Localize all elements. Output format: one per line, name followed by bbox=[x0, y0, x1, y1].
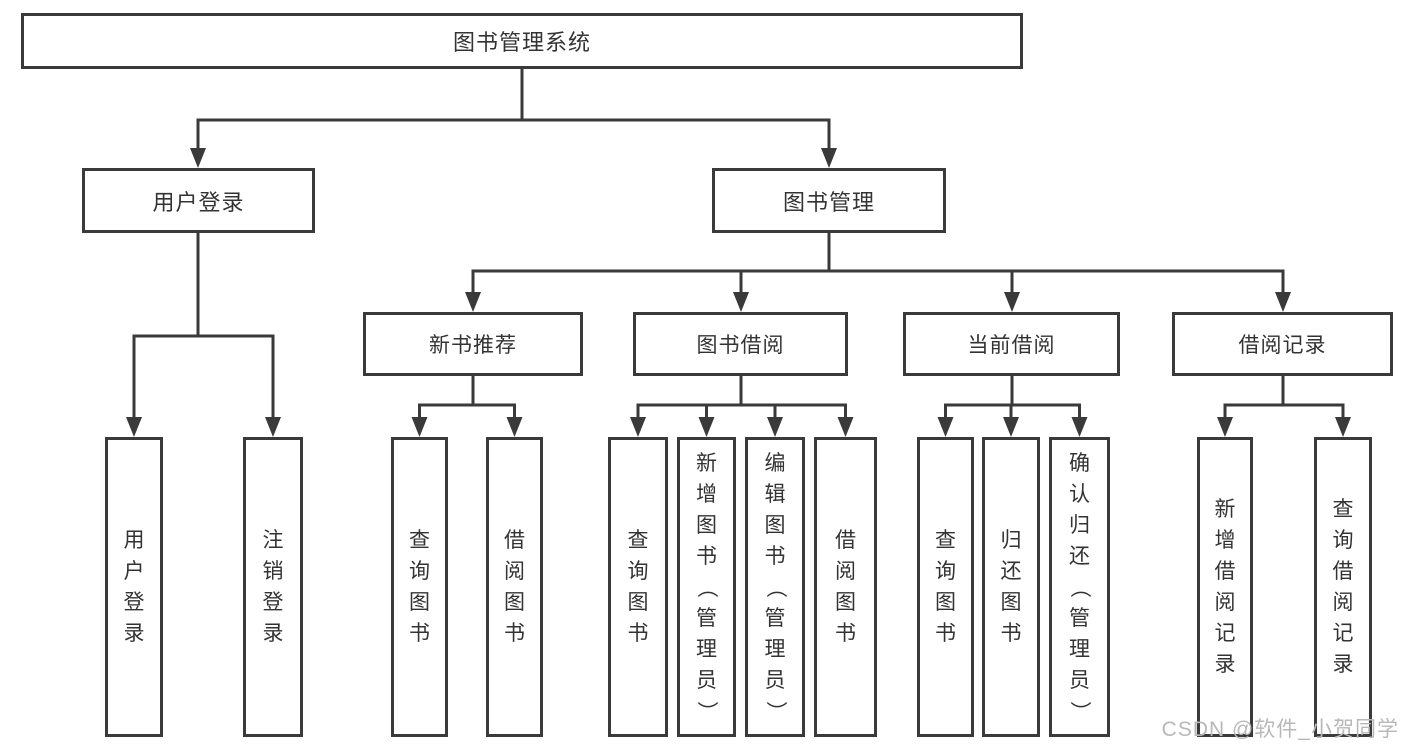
node-book-management: 图书管理 bbox=[712, 168, 946, 233]
leaf-borrow-books-2: 借阅图书 bbox=[814, 437, 877, 737]
leaf-user-login: 用户登录 bbox=[105, 437, 163, 737]
node-book-borrow-label: 图书借阅 bbox=[696, 334, 785, 357]
node-book-management-label: 图书管理 bbox=[782, 189, 875, 215]
node-current-borrow-label: 当前借阅 bbox=[967, 334, 1056, 357]
leaf-query-books-1: 查询图书 bbox=[391, 437, 448, 737]
csdn-watermark: CSDN @软件_小贺同学 bbox=[1161, 718, 1399, 741]
leaf-add-borrow-record: 新增借阅记录 bbox=[1197, 437, 1253, 737]
node-borrow-records-label: 借阅记录 bbox=[1238, 334, 1327, 357]
node-user-login: 用户登录 bbox=[82, 168, 315, 233]
node-book-borrow: 图书借阅 bbox=[633, 312, 848, 376]
node-current-borrow: 当前借阅 bbox=[903, 312, 1120, 376]
node-root-label: 图书管理系统 bbox=[452, 30, 591, 55]
leaf-logout: 注销登录 bbox=[243, 437, 303, 737]
node-new-book-recommend-label: 新书推荐 bbox=[429, 334, 517, 357]
node-borrow-records: 借阅记录 bbox=[1172, 312, 1393, 376]
leaf-edit-books-admin: 编辑图书（管理员） bbox=[745, 437, 805, 737]
leaf-confirm-return-admin: 确认归还（管理员） bbox=[1049, 437, 1110, 737]
node-root: 图书管理系统 bbox=[21, 13, 1023, 69]
leaf-borrow-books-1: 借阅图书 bbox=[486, 437, 543, 737]
node-user-login-label: 用户登录 bbox=[152, 189, 245, 215]
leaf-add-books-admin: 新增图书（管理员） bbox=[677, 437, 736, 737]
leaf-query-books-2: 查询图书 bbox=[608, 437, 668, 737]
leaf-query-books-3: 查询图书 bbox=[917, 437, 974, 737]
arrowheads bbox=[126, 148, 1351, 437]
leaf-return-books: 归还图书 bbox=[982, 437, 1040, 737]
node-new-book-recommend: 新书推荐 bbox=[363, 312, 583, 376]
leaf-query-borrow-record: 查询借阅记录 bbox=[1314, 437, 1372, 737]
